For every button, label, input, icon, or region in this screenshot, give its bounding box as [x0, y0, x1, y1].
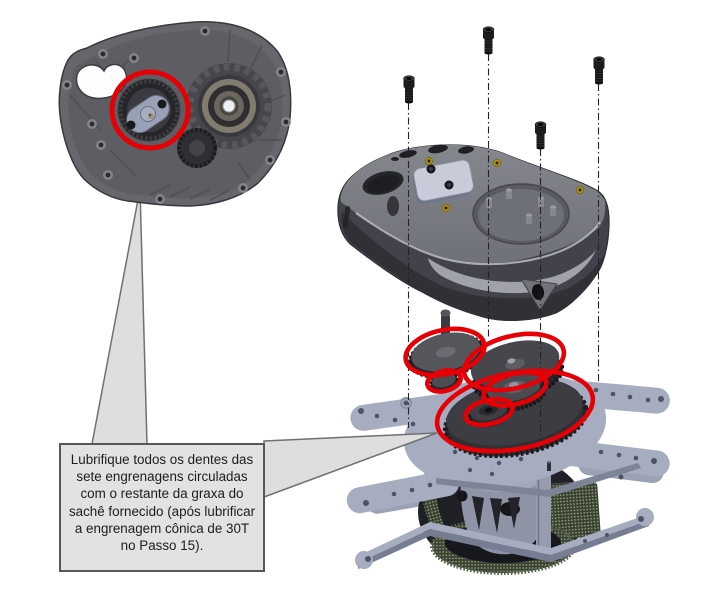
- socket-screws: [403, 26, 605, 150]
- green-ring-gear-right: [547, 480, 601, 540]
- gold-inserts: [425, 157, 584, 212]
- housing-figure: [58, 21, 292, 207]
- red-ellipse-3: [461, 331, 567, 393]
- bearing-boss: [186, 63, 272, 149]
- centerlines: [407, 54, 600, 443]
- bottom-plate-front: [355, 508, 654, 569]
- cover-recess: [472, 183, 570, 245]
- housing-screw-bosses: [62, 26, 291, 204]
- circled-gear-in-housing: [117, 78, 181, 142]
- idler-gear: [177, 128, 217, 168]
- cover-top-openings: [391, 144, 474, 161]
- gearbox-cover: [337, 144, 610, 321]
- screw-4: [593, 56, 605, 85]
- red-highlight-circle-housing: [109, 69, 191, 151]
- screw-3: [534, 121, 547, 150]
- screw-1: [403, 75, 415, 104]
- red-ellipse-2: [425, 368, 463, 394]
- callout-pointer-to-housing: [91, 188, 148, 445]
- red-ellipse-5: [463, 396, 515, 428]
- callout-box: Lubrifique todos os dentes das sete engr…: [59, 443, 265, 572]
- plate-holes: [358, 387, 664, 506]
- cover-access-panel: [412, 159, 475, 205]
- screw-2: [482, 26, 495, 55]
- callout-text: Lubrifique todos os dentes das sete engr…: [68, 452, 256, 554]
- red-ellipse-6: [434, 368, 596, 454]
- red-highlight-ellipses: [403, 326, 596, 454]
